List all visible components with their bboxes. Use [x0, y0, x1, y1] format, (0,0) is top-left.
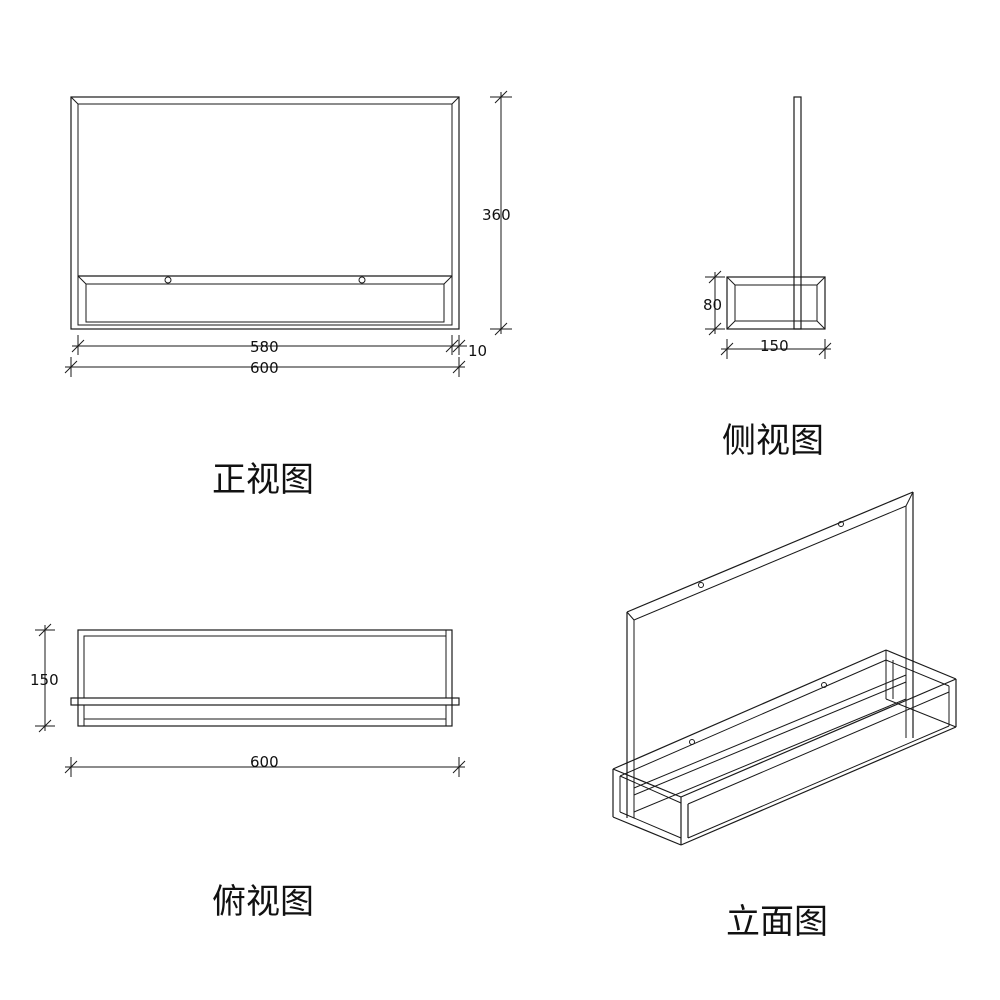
- dimension-label-360: 360: [482, 206, 511, 224]
- front-view: 360 580 10 600 正视图: [64, 90, 512, 500]
- top-view-caption: 俯视图: [212, 882, 314, 922]
- dimension-label-600-top: 600: [250, 753, 279, 771]
- mounting-hole: [358, 276, 366, 284]
- top-view-outline: [70, 629, 460, 727]
- mounting-hole: [838, 521, 844, 527]
- mounting-hole: [698, 582, 704, 588]
- mounting-hole: [164, 276, 172, 284]
- dimension-label-600: 600: [250, 359, 279, 377]
- dimension-thickness-10: 10: [445, 335, 487, 360]
- dimension-label-80: 80: [703, 296, 722, 314]
- dimension-label-150: 150: [760, 337, 789, 355]
- front-view-outline: [70, 96, 460, 330]
- dimension-height-80: 80: [703, 270, 725, 336]
- dimension-width-580: 580: [71, 335, 459, 356]
- dimension-depth-150-top: 150: [30, 623, 59, 733]
- dimension-label-580: 580: [250, 338, 279, 356]
- front-view-caption: 正视图: [212, 460, 314, 500]
- isometric-view-caption: 立面图: [726, 902, 828, 942]
- dimension-label-150-top: 150: [30, 671, 59, 689]
- side-view: 80 150 侧视图: [703, 96, 832, 461]
- isometric-view: 立面图: [612, 491, 957, 942]
- dimension-width-600: 600: [64, 357, 466, 377]
- dimension-depth-150: 150: [720, 337, 832, 359]
- side-view-caption: 侧视图: [722, 421, 824, 461]
- dimension-width-600-top: 600: [64, 753, 466, 777]
- shelf-box: [612, 649, 957, 846]
- top-view: 150 600 俯视图: [30, 623, 466, 922]
- side-view-outline: [726, 96, 826, 330]
- dimension-height-360: 360: [482, 90, 512, 336]
- dimension-label-10: 10: [468, 342, 487, 360]
- back-panel-frame: [626, 491, 914, 818]
